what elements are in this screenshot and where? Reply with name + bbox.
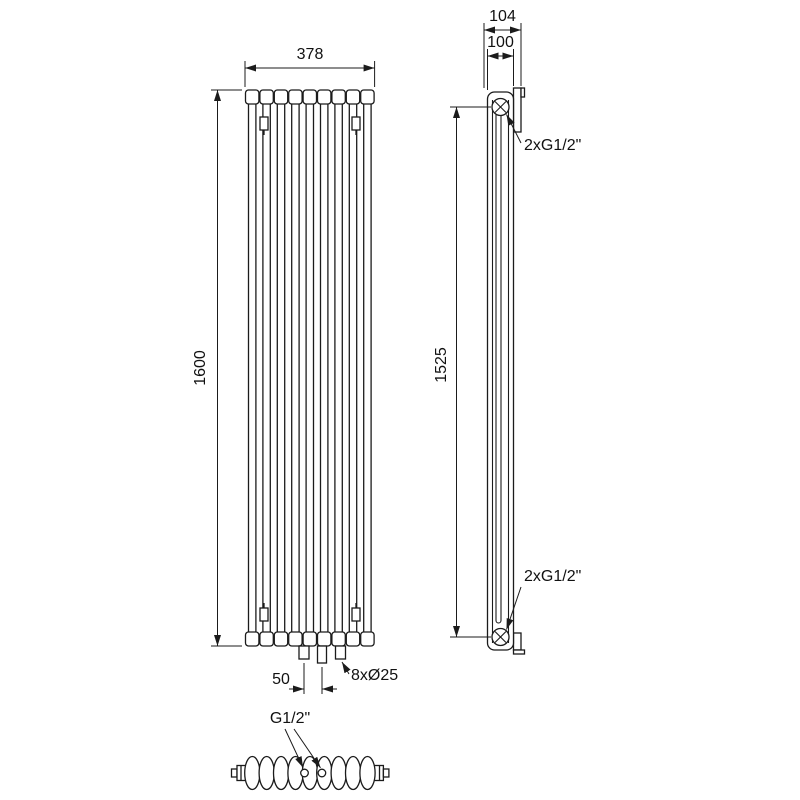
section-connection-hole-left [300, 768, 309, 778]
pipe-spacing-label: 50 [272, 671, 290, 688]
end-cap-left [230, 764, 249, 782]
top-connection-label: 2xG1/2" [524, 137, 581, 154]
side-view: 104 100 1525 2xG1/2" 2xG1/2" [433, 8, 581, 655]
wall-bracket-side-bottom [512, 632, 526, 655]
wall-bracket-side-top [512, 87, 526, 133]
section-connection-label: G1/2" [270, 710, 310, 727]
connection-height-label: 1525 [433, 347, 450, 383]
depth-label: 100 [487, 34, 514, 51]
dimension-front-height: 1600 [192, 89, 242, 647]
front-width-label: 378 [297, 46, 324, 63]
callout-connections-count: 8xØ25 [341, 661, 398, 684]
bottom-pipe-stubs [298, 645, 347, 664]
bottom-view: G1/2" [230, 710, 390, 791]
front-height-label: 1600 [192, 350, 209, 386]
callout-top-connection: 2xG1/2" [506, 114, 581, 154]
top-connection-fitting [491, 97, 510, 117]
dimension-front-width: 378 [244, 46, 376, 87]
depth-overall-label: 104 [489, 8, 516, 25]
wall-brackets-front [259, 116, 361, 622]
radiator-front-body [244, 89, 375, 647]
callout-bottom-connection: 2xG1/2" [506, 568, 581, 630]
callout-section-connection: G1/2" [270, 710, 321, 769]
dimension-pipe-spacing: 50 [272, 663, 337, 694]
dimension-depth: 100 [487, 34, 514, 90]
dimension-depth-overall: 104 [483, 8, 522, 88]
section-connection-hole-right [317, 768, 327, 778]
column-sections [244, 755, 376, 791]
front-view: 378 1600 50 8xØ25 [192, 46, 398, 694]
connections-count-label: 8xØ25 [351, 667, 398, 684]
dimension-connection-height: 1525 [433, 106, 491, 638]
bottom-connection-label: 2xG1/2" [524, 568, 581, 585]
bottom-connection-fitting [491, 627, 510, 647]
